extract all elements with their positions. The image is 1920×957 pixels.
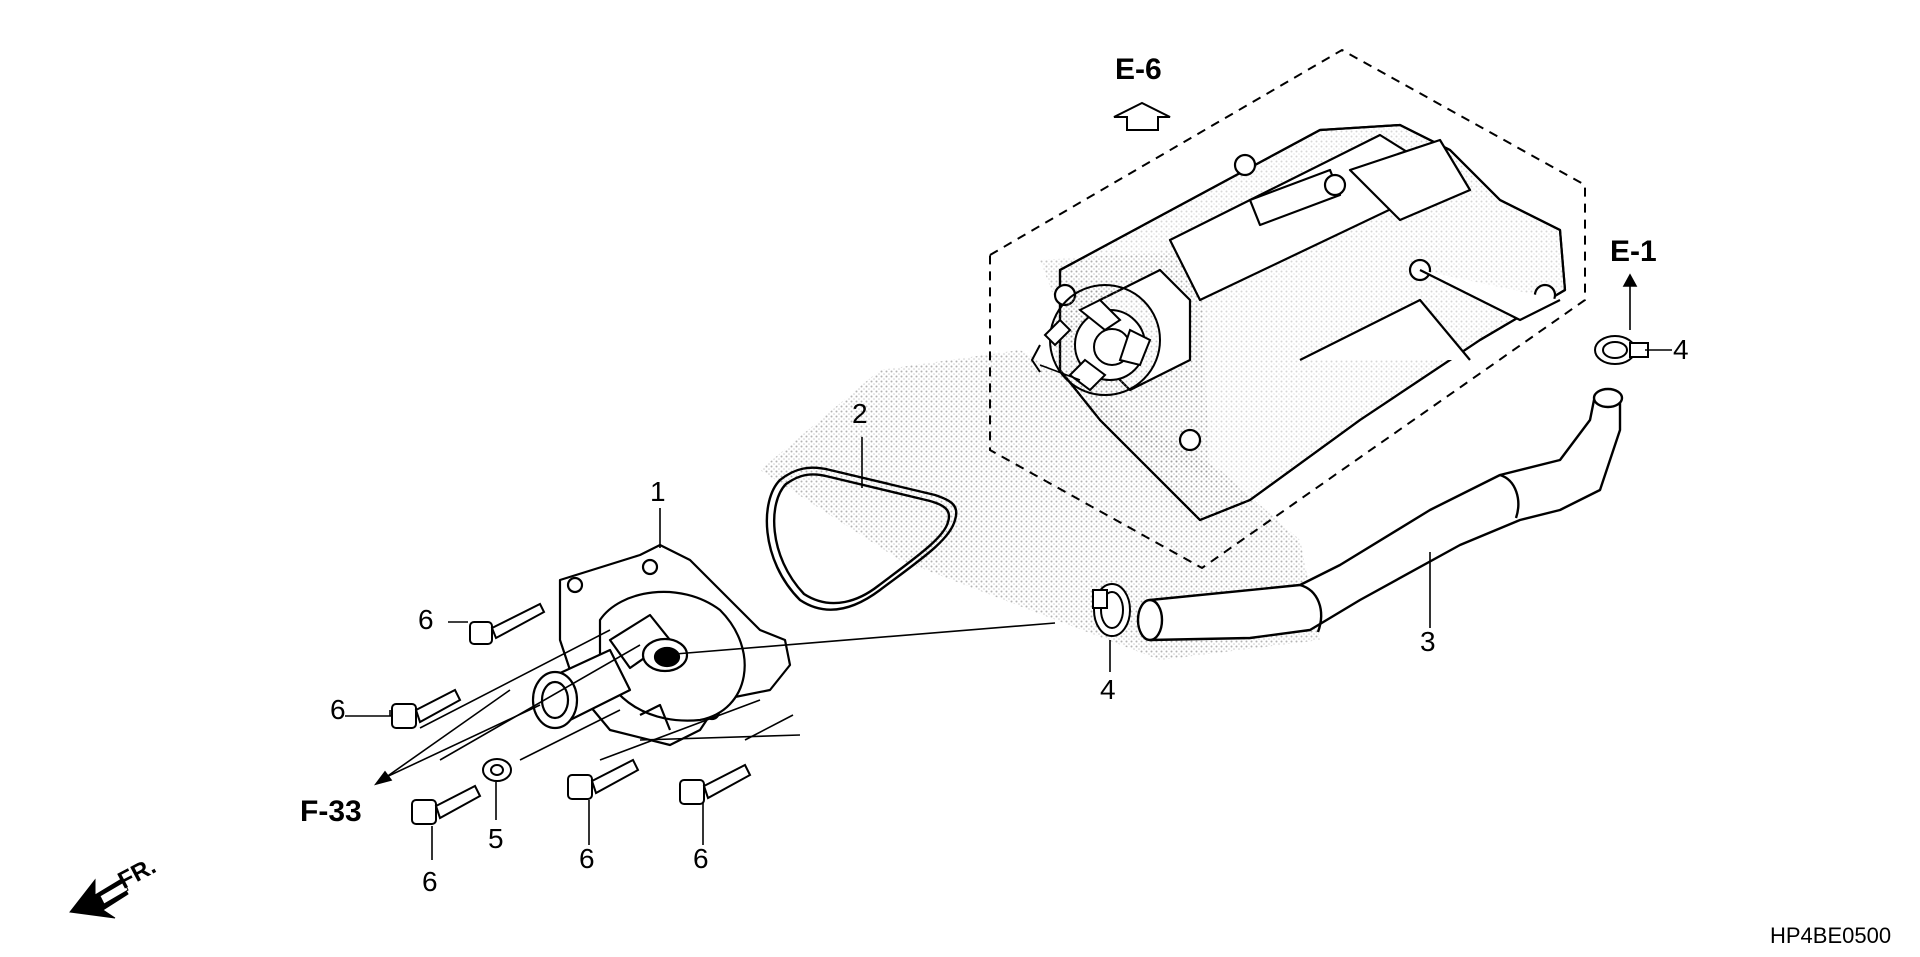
callout-2: 2 <box>852 398 868 429</box>
callout-6e: 6 <box>693 843 709 874</box>
ref-arrow-f33 <box>373 689 511 786</box>
bolt-6a <box>469 602 546 645</box>
ref-f33-label[interactable]: F-33 <box>300 795 362 828</box>
callout-6d: 6 <box>579 843 595 874</box>
gasket <box>765 466 958 611</box>
engine-case-outline <box>989 48 1586 570</box>
water-hose <box>1136 387 1624 642</box>
bolt-6d <box>567 758 640 800</box>
callout-6b: 6 <box>330 694 346 725</box>
ref-arrow-e1 <box>1622 273 1638 300</box>
ref-arrow-e6 <box>1113 101 1171 131</box>
washer <box>482 758 512 782</box>
ref-e1-label[interactable]: E-1 <box>1610 235 1657 268</box>
hose-clamp-lower <box>1092 583 1131 637</box>
callout-4-lower: 4 <box>1100 674 1116 705</box>
flange-bolts <box>391 602 752 825</box>
callout-1: 1 <box>650 476 666 507</box>
water-pump-cover <box>531 543 792 747</box>
callout-3: 3 <box>1420 626 1436 657</box>
callout-6a: 6 <box>418 604 434 635</box>
callout-4-upper: 4 <box>1673 334 1689 365</box>
leader-lines <box>345 300 1672 860</box>
hose-clamp-upper <box>1594 335 1649 365</box>
ref-e6-label[interactable]: E-6 <box>1115 53 1162 86</box>
bolt-6b <box>391 688 462 729</box>
pump-housing-seat <box>1030 284 1161 396</box>
callout-6c: 6 <box>422 866 438 897</box>
diagram-code: HP4BE0500 <box>1770 923 1892 948</box>
callout-5: 5 <box>488 823 504 854</box>
bolt-6c <box>411 784 482 825</box>
bolt-6e <box>679 763 752 805</box>
front-arrow-icon <box>69 878 129 919</box>
